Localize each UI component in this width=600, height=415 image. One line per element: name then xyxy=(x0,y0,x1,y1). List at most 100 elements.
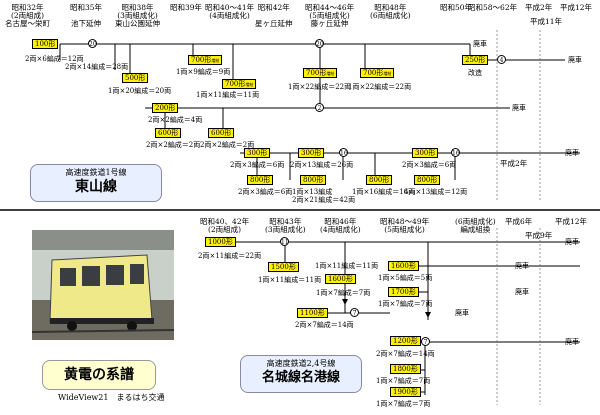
era-label: 昭和48～49年(5両組成化) xyxy=(380,217,430,234)
car-type-box: 700形増結 xyxy=(360,68,395,78)
formation-label: 2両×3編成＝6両 xyxy=(230,161,285,169)
formation-label: 2両×11編成＝22両 xyxy=(198,252,262,260)
formation-label: 2両×2編成＝2両 xyxy=(200,141,255,149)
car-type-box: 1800形 xyxy=(390,364,421,374)
car-type-box: 100形 xyxy=(32,39,59,49)
node-marker: 20 xyxy=(315,39,324,48)
formation-label: 1両×22編成＝22両 xyxy=(288,83,352,91)
era-label: 昭和44～46年(5両組成化)藤ヶ丘延伸 xyxy=(305,3,355,28)
formation-label: 2両×7編成＝14両 xyxy=(376,350,435,358)
era-label: 昭和46年(4両組成化) xyxy=(320,217,361,234)
car-type-box: 1100形 xyxy=(297,308,328,318)
node-marker: 16 xyxy=(451,148,460,157)
formation-label: 2両×14編成＝28両 xyxy=(65,63,129,71)
node-marker: 4 xyxy=(497,55,506,64)
end-label: 廃車 xyxy=(565,238,579,246)
formation-label: 1両×16編成＝16両 xyxy=(352,188,416,196)
formation-label: 4両×13編成＝12両 xyxy=(404,188,468,196)
car-type-box: 1500形 xyxy=(268,262,299,272)
formation-label: 1両×20編成＝20両 xyxy=(108,87,172,95)
era-label: 昭和48年(6両組成化) xyxy=(370,3,411,20)
line-title-box: 高速度鉄道2,4号線 名城線名港線 xyxy=(240,355,362,393)
formation-label: 2両×7編成＝14両 xyxy=(295,321,354,329)
node-marker: 7 xyxy=(421,337,430,346)
end-label: 廃車 xyxy=(473,40,487,48)
line-name: 名城線名港線 xyxy=(261,370,340,385)
line-name: 東山線 xyxy=(75,179,117,195)
end-label: 廃車 xyxy=(565,338,579,346)
car-type-box: 800形 xyxy=(366,175,393,185)
formation-label: 1両×11編成＝11両 xyxy=(196,91,260,99)
car-type-box: 1600形 xyxy=(388,261,419,271)
formation-label: 1両×11編成＝11両 xyxy=(258,276,322,284)
car-type-box: 600形 xyxy=(208,128,235,138)
footer-title: 黄電の系譜 xyxy=(64,367,134,383)
car-type-box: 800形 xyxy=(414,175,441,185)
end-label: 廃車 xyxy=(512,104,526,112)
car-type-box: 300形 xyxy=(298,148,325,158)
end-label: 廃車 xyxy=(565,149,579,157)
formation-label: 1両×7編成＝7両 xyxy=(376,400,431,408)
era-label: 平成2年 xyxy=(525,3,553,12)
series-title: 高速度鉄道1号線 xyxy=(65,168,127,177)
car-type-box: 500形 xyxy=(122,73,149,83)
era-label: 昭和40、42年(2両組成) xyxy=(200,217,250,234)
note-label: 改造 xyxy=(468,69,482,77)
car-type-box: 1000形 xyxy=(205,237,236,247)
era-label: 昭和35年池下延伸 xyxy=(70,3,103,28)
footer-credit: WideView21 まるはち交通 xyxy=(58,393,165,402)
node-marker: 7 xyxy=(350,308,359,317)
era-label: 昭和32年(2両組成)名古屋～栄町 xyxy=(5,3,50,28)
era-label: 平成6年 xyxy=(505,217,533,226)
era-label: 昭和38年(3両組成化)東山公園延伸 xyxy=(115,3,160,28)
formation-label: 2両×3編成＝6両 xyxy=(402,161,457,169)
formation-label: 2両×2編成＝2両 xyxy=(146,141,201,149)
formation-label: 1両×5編成＝5両 xyxy=(378,274,433,282)
era-label: 昭和43年(3両組成化) xyxy=(265,217,306,234)
car-type-box: 700形増結 xyxy=(303,68,338,78)
era-label: (6両組成化)編成組換 xyxy=(455,217,496,234)
car-type-box: 800形 xyxy=(300,175,327,185)
era-label: 平成12年 xyxy=(560,3,593,12)
car-type-box: 600形 xyxy=(155,128,182,138)
era-label: 昭和40～41年(4両組成化) xyxy=(205,3,255,20)
formation-label: 2両×3編成＝6両 xyxy=(238,188,293,196)
car-type-box: 700形増結 xyxy=(222,79,257,89)
node-marker: 16 xyxy=(339,148,348,157)
car-type-box: 800形 xyxy=(247,175,274,185)
formation-label: 2両×21編成＝42両 xyxy=(292,196,356,204)
line-title-box: 高速度鉄道1号線 東山線 xyxy=(30,164,162,202)
car-type-box: 1600形 xyxy=(325,274,356,284)
node-marker: 2 xyxy=(315,103,324,112)
car-type-box: 300形 xyxy=(412,148,439,158)
car-type-box: 700形増結 xyxy=(188,55,223,65)
train-photo-illustration xyxy=(32,230,174,340)
era-label: 平成12年 xyxy=(555,217,588,226)
formation-label: 1両×13編成 xyxy=(292,188,333,196)
formation-label: 2両×2編成＝4両 xyxy=(148,116,203,124)
car-type-box: 1700形 xyxy=(388,287,419,297)
car-type-box: 200形 xyxy=(152,103,179,113)
car-type-box: 250形 xyxy=(462,55,489,65)
formation-label: 1両×9編成＝9両 xyxy=(176,68,231,76)
node-marker: 11 xyxy=(280,237,289,246)
end-label: 廃車 xyxy=(515,288,529,296)
train-photo xyxy=(32,230,174,340)
formation-label: 2両×13編成＝26両 xyxy=(290,161,354,169)
car-type-box: 1200形 xyxy=(390,336,421,346)
end-label: 廃車 xyxy=(515,262,529,270)
era-label: 平成11年 xyxy=(530,17,563,26)
formation-label: 1両×22編成＝22両 xyxy=(348,83,412,91)
era-label: 昭和39年 xyxy=(170,3,203,12)
era-label: 昭和58～62年 xyxy=(468,3,518,12)
era-label: 昭和42年星ヶ丘延伸 xyxy=(255,3,293,28)
car-type-box: 300形 xyxy=(244,148,271,158)
formation-label: 1両×7編成＝7両 xyxy=(316,289,371,297)
node-marker: 20 xyxy=(88,39,97,48)
formation-label: 1両×7編成＝7両 xyxy=(378,300,433,308)
footer-title-box: 黄電の系譜 xyxy=(42,360,156,390)
car-type-box: 1900形 xyxy=(390,387,421,397)
formation-label: 1両×11編成＝11両 xyxy=(315,262,379,270)
end-label: 廃車 xyxy=(455,309,469,317)
era-label: 平成9年 xyxy=(525,231,553,240)
